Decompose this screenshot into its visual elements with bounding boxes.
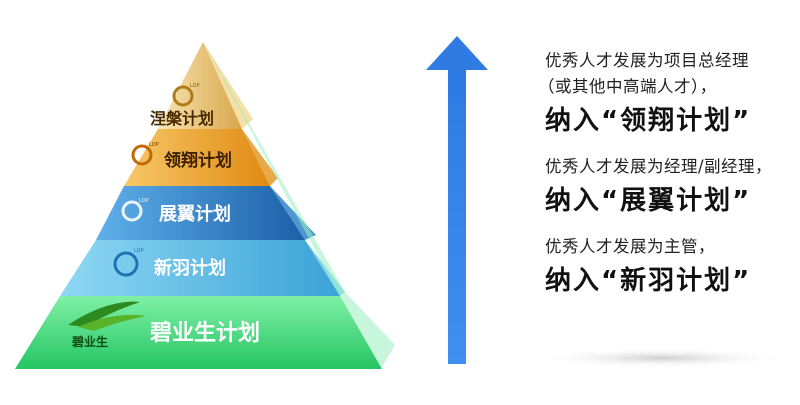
tier-1-band	[158, 42, 242, 129]
side-face-main	[203, 42, 395, 370]
ldp-logo-icon: LDP	[131, 142, 159, 166]
arrow-head-icon	[426, 36, 488, 70]
svg-text:LDP: LDP	[139, 198, 149, 204]
biyesheng-logo-icon: 碧业生	[68, 301, 146, 349]
ldp-logo-icon: LDP	[113, 248, 144, 277]
tier-label-lingxiang: 领翔计划	[164, 150, 232, 171]
tier-2-band	[124, 129, 270, 186]
side-face-2	[242, 129, 278, 186]
plan-zhanyi: 纳入“展翼计划”	[545, 186, 752, 216]
ldp-logo-icon: LDP	[121, 198, 149, 222]
desc-3-line-1: 优秀人才发展为主管，	[545, 237, 715, 256]
tier-label-xinyu: 新羽计划	[154, 257, 226, 279]
svg-text:LDP: LDP	[134, 248, 144, 254]
plan-lingxiang: 纳入“领翔计划”	[545, 106, 752, 136]
growth-arrow	[426, 36, 488, 364]
desc-1-line-1: 优秀人才发展为项目总经理	[545, 51, 749, 70]
base-shadow	[534, 348, 790, 368]
svg-text:LDP: LDP	[149, 142, 159, 148]
desc-2-line-1: 优秀人才发展为经理/副经理，	[545, 157, 773, 176]
side-face-top	[203, 42, 253, 129]
plan-xinyu: 纳入“新羽计划”	[545, 266, 752, 296]
tier-label-niepan: 涅槃计划	[150, 109, 214, 128]
pyramid-side-faces	[203, 42, 395, 370]
arrow-shaft	[448, 70, 466, 364]
svg-text:LDP: LDP	[190, 83, 200, 89]
ldp-logo-icon: LDP	[172, 83, 200, 107]
tier-label-zhanyi: 展翼计划	[159, 203, 231, 225]
desc-1-line-2: （或其他中高端人才），	[538, 77, 717, 96]
svg-text:碧业生: 碧业生	[71, 334, 108, 349]
tier-label-biyesheng: 碧业生计划	[149, 320, 260, 346]
tier-3-band	[96, 186, 305, 240]
